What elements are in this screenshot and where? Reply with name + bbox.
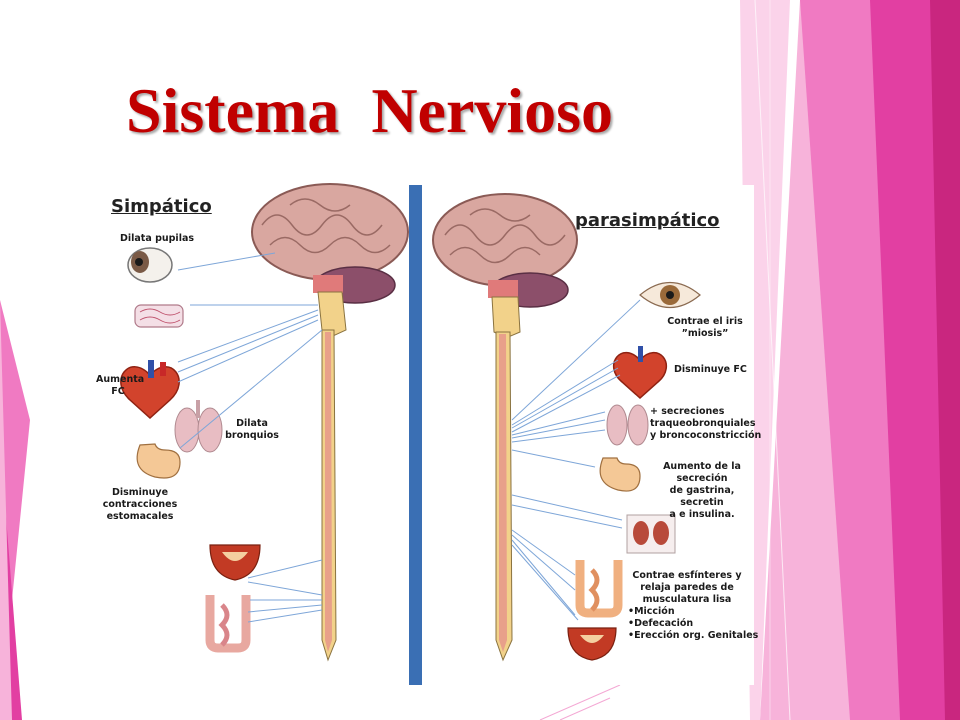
left-brain-spine: [251, 183, 409, 662]
right-organs: [567, 282, 701, 661]
label-secreciones: + secreciones traqueobronquiales y bronc…: [650, 406, 761, 442]
label-disminuye: Disminuye: [111, 487, 169, 498]
list-item: •Erección org. Genitales: [628, 630, 759, 641]
label-dilata: Dilata: [236, 418, 268, 429]
list-item: •Defecación: [628, 618, 694, 629]
label-aumento-de-la: Aumento de la: [663, 461, 741, 472]
lungs-icon: [174, 400, 223, 453]
lacrimal-gland-icon: [134, 304, 184, 328]
right-nerve-lines: [511, 299, 641, 621]
left-nerve-lines: [177, 252, 323, 623]
label-relaja-paredes: relaja paredes de: [640, 582, 734, 593]
sympathetic-heading: Simpático: [111, 196, 212, 217]
intestine-icon: [205, 595, 251, 653]
label-disminuye-contracciones: Disminuye contracciones estomacales: [100, 487, 180, 523]
list-item: •Micción: [628, 606, 675, 617]
heart-icon: [612, 346, 668, 400]
label-contracciones: contracciones: [102, 499, 178, 510]
bladder-icon: [567, 627, 617, 661]
heart-icon: [120, 360, 180, 420]
label-fc: FC: [111, 386, 125, 397]
label-traqueobronquiales: traqueobronquiales: [650, 418, 756, 429]
eye-icon: [639, 282, 701, 308]
label-disminuye-fc: Disminuye FC: [674, 364, 747, 375]
function-list: •Micción •Defecación •Erección org. Geni…: [628, 606, 758, 642]
label-contrae-esfinteres-y: Contrae esfínteres y: [632, 570, 742, 581]
label-aumento-secrecion: Aumento de la secreción de gastrina, sec…: [650, 461, 754, 521]
kidney-icon: [626, 514, 676, 554]
label-dilata-bronquios: Dilata bronquios: [222, 418, 282, 442]
page-title: Sistema Nervioso: [126, 75, 614, 146]
parasympathetic-heading: parasimpático: [575, 210, 720, 231]
lungs-icon: [606, 404, 649, 446]
label-insulina: a e insulina.: [669, 509, 735, 520]
label-mas-secreciones: + secreciones: [650, 406, 725, 417]
intestine-icon: [575, 560, 623, 618]
right-brain-spine: [432, 193, 578, 662]
label-dilata-pupilas: Dilata pupilas: [120, 233, 195, 244]
label-miosis: ”miosis”: [681, 328, 729, 339]
label-contrae-iris: Contrae el iris ”miosis”: [660, 316, 750, 340]
divider-bar: [409, 185, 422, 685]
label-aumenta-fc: Aumenta FC: [96, 374, 145, 398]
label-contrae-esfinteres: Contrae esfínteres y relaja paredes de m…: [628, 570, 758, 642]
label-aumenta: Aumenta: [96, 374, 145, 385]
bladder-icon: [209, 544, 261, 581]
label-broncoconstriccion: y broncoconstricción: [650, 430, 762, 441]
left-organs: [120, 247, 261, 653]
right-brain-illustration: [432, 193, 578, 287]
eye-icon: [127, 247, 173, 283]
label-bronquios: bronquios: [225, 430, 279, 441]
label-secrecion: secreción: [676, 473, 728, 484]
label-gastrina-secretin: de gastrina, secretin: [669, 485, 735, 508]
left-brain-illustration: [251, 183, 409, 281]
label-musculatura-lisa: musculatura lisa: [642, 594, 732, 605]
label-estomacales: estomacales: [106, 511, 174, 522]
stomach-icon: [599, 457, 641, 492]
label-contrae-el-iris: Contrae el iris: [667, 316, 743, 327]
stomach-icon: [136, 443, 181, 479]
